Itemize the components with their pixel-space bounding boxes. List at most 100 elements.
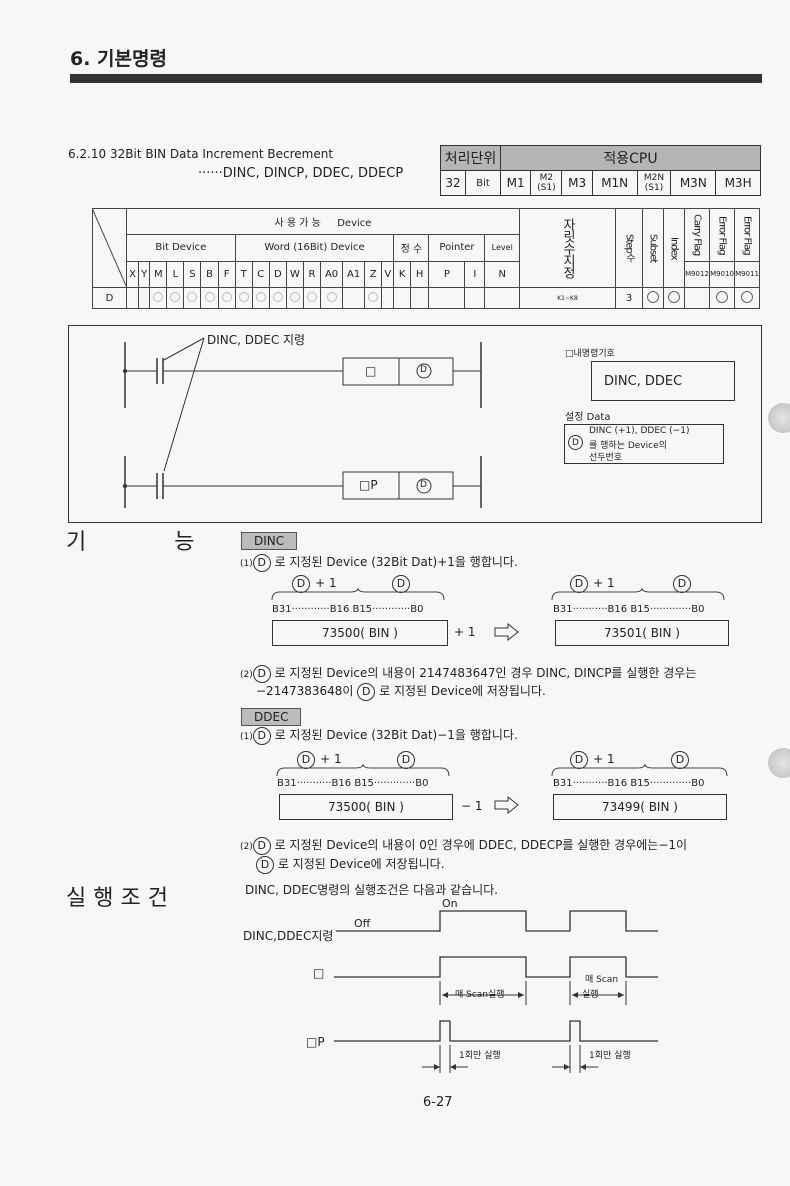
ddec-tab: DDEC bbox=[241, 708, 302, 726]
col-x: X bbox=[125, 260, 140, 289]
col-f: F bbox=[217, 260, 236, 289]
cpu-header: 적용CPU bbox=[500, 145, 761, 171]
index-header: Index bbox=[663, 208, 685, 288]
register-after: 73501( BIN ) bbox=[555, 620, 729, 646]
col-w: W bbox=[285, 260, 304, 289]
device-table: 사 용 가 능 Device 자릿수지정 Step수 Subset Index … bbox=[92, 207, 760, 309]
d-circle-icon: D bbox=[252, 726, 271, 745]
col-p: P bbox=[428, 260, 466, 289]
d-circle-icon: D bbox=[252, 836, 271, 855]
section-title: 6.2.10 32Bit BIN Data Increment Becremen… bbox=[68, 147, 333, 161]
cpu-m3n: M3N bbox=[670, 170, 717, 196]
rung1-d-operand: D bbox=[420, 365, 427, 375]
rung2-d-operand: D bbox=[420, 480, 427, 490]
steps-header: Step수 bbox=[615, 208, 643, 288]
digit-header: 자릿수지정 bbox=[519, 208, 616, 288]
col-r: R bbox=[302, 260, 322, 289]
signal-label-box: □ bbox=[313, 966, 325, 980]
d-circle-icon: D bbox=[256, 855, 274, 874]
setting-line-2: 를 행하는 Device의 bbox=[589, 441, 667, 451]
pointer-header: Pointer bbox=[428, 234, 486, 262]
bit-range-right: B31···········B16 B15·············B0 bbox=[553, 604, 705, 615]
unit-header: 처리단위 bbox=[440, 145, 501, 171]
col-a0: A0 bbox=[320, 260, 344, 289]
callout-label: DINC, DDEC 지령 bbox=[207, 333, 306, 347]
col-y: Y bbox=[138, 260, 151, 289]
page-number: 6-27 bbox=[423, 1095, 453, 1110]
brace-lines bbox=[276, 764, 728, 777]
unit-value: 32 bbox=[440, 170, 466, 196]
cpu-m3: M3 bbox=[561, 170, 593, 196]
col-z: Z bbox=[364, 260, 383, 289]
cpu-m1n: M1N bbox=[591, 170, 638, 196]
diagonal-corner bbox=[92, 208, 127, 288]
bit-device-header: Bit Device bbox=[126, 234, 236, 262]
signal-label-p: □P bbox=[306, 1035, 325, 1049]
d-circle-icon: D bbox=[252, 553, 271, 572]
arrow-right-icon bbox=[494, 623, 519, 641]
row-label-d: D bbox=[92, 287, 127, 309]
step-value: 3 bbox=[615, 287, 643, 309]
once-label-2: 1회만 실행 bbox=[589, 1051, 631, 1061]
section-number: 6.2.10 bbox=[68, 147, 107, 161]
d-circle-icon: D bbox=[357, 682, 376, 701]
ladder-lines bbox=[123, 337, 482, 508]
ladder-diagram: DINC, DDEC 지령 □ D □P D □내명령기호 DINC, DDEC… bbox=[68, 325, 762, 523]
once-label: 1회만 실행 bbox=[459, 1051, 501, 1061]
dinc-desc-2: (2)D 로 지정된 Device의 내용이 2147483647인 경우 DI… bbox=[240, 664, 696, 683]
register-before: 73500( BIN ) bbox=[272, 620, 448, 646]
col-d: D bbox=[268, 260, 287, 289]
cpu-m1: M1 bbox=[499, 170, 532, 196]
error-header: Error Flag bbox=[709, 208, 735, 262]
setting-line-1: DINC (+1), DDEC (−1) bbox=[589, 426, 690, 436]
col-h: H bbox=[409, 260, 430, 289]
binder-hole bbox=[768, 748, 790, 778]
col-a1: A1 bbox=[342, 260, 366, 289]
section-subtitle: ······DINC, DINCP, DDEC, DDECP bbox=[198, 166, 404, 181]
header-rule bbox=[70, 74, 762, 83]
col-c: C bbox=[251, 260, 270, 289]
error-header-2: Error Flag bbox=[734, 208, 760, 262]
symbol-label: □내명령기호 bbox=[565, 349, 615, 359]
carry-header: Carry Flag bbox=[684, 208, 710, 262]
op-minus: − 1 bbox=[461, 799, 483, 813]
col-l: L bbox=[166, 260, 185, 289]
d-circle-icon: D bbox=[252, 664, 271, 683]
dinc-desc-3: −2147383648이 D 로 지정된 Device에 저장됩니다. bbox=[256, 682, 546, 701]
cpu-m2n: M2N (S1) bbox=[636, 170, 672, 196]
arrow-right-icon bbox=[494, 795, 520, 818]
timing-chart bbox=[334, 910, 658, 1073]
word-device-header: Word (16Bit) Device bbox=[234, 234, 395, 262]
level-header: Level bbox=[484, 234, 520, 262]
exec-desc: DINC, DDEC명령의 실행조건은 다음과 같습니다. bbox=[245, 883, 499, 897]
col-t: T bbox=[234, 260, 253, 289]
off-label: Off bbox=[354, 917, 371, 930]
scan-each-label: 매 Scan실행 bbox=[455, 990, 505, 1000]
ddec-register-after: 73499( BIN ) bbox=[553, 794, 727, 820]
signal-label-command: DINC,DDEC지령 bbox=[243, 929, 334, 943]
m-code-2: M9010 bbox=[709, 260, 735, 289]
col-i: I bbox=[464, 260, 486, 289]
ddec-desc-3: D 로 지정된 Device에 저장됩니다. bbox=[256, 855, 445, 874]
device-heading: 사 용 가 능 Device bbox=[126, 207, 520, 236]
col-b: B bbox=[200, 260, 219, 289]
kn-range: K1~K8 bbox=[519, 287, 616, 309]
section-title-text: 32Bit BIN Data Increment Becrement bbox=[110, 147, 334, 161]
col-k: K bbox=[393, 260, 411, 289]
scan-each-label-2a: 매 Scan bbox=[585, 975, 619, 985]
binder-hole bbox=[768, 403, 790, 433]
col-v: V bbox=[381, 260, 395, 289]
bit-range-left: B31···········B16 B15·············B0 bbox=[277, 778, 429, 789]
bit-range-right: B31···········B16 B15·············B0 bbox=[553, 778, 705, 789]
function-label: 기 능 bbox=[66, 530, 195, 555]
setting-box: D DINC (+1), DDEC (−1) 를 행하는 Device의 선두번… bbox=[564, 424, 724, 464]
unit-bit: Bit bbox=[465, 170, 501, 196]
setting-line-3: 선두번호 bbox=[589, 453, 623, 463]
m-code-3: M9011 bbox=[734, 260, 760, 289]
scan-each-label-2b: 실행 bbox=[582, 990, 599, 1000]
const-header: 정 수 bbox=[393, 234, 430, 262]
dinc-tab: DINC bbox=[241, 532, 298, 550]
page-header-title: 6. 기본명령 bbox=[70, 48, 167, 70]
symbol-box: DINC, DDEC bbox=[591, 361, 735, 401]
cpu-m3h: M3H bbox=[715, 170, 761, 196]
